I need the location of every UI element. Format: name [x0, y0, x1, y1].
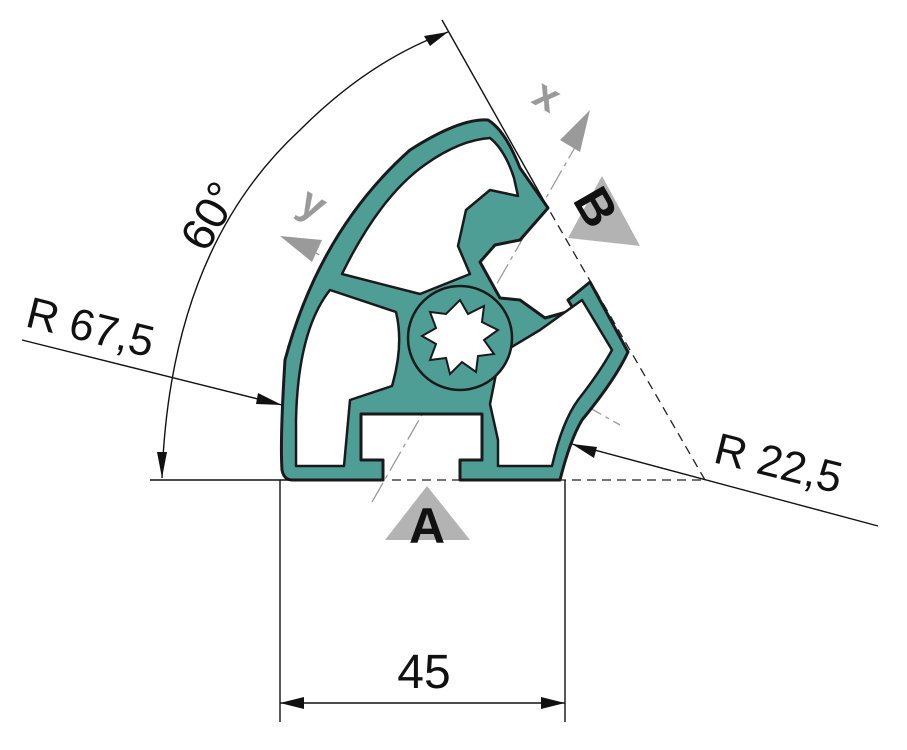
inner-radius-arrow	[572, 444, 597, 458]
angle-extension-line	[441, 19, 549, 209]
outer-radius-leader	[21, 339, 283, 406]
core-star-bore	[419, 298, 500, 376]
angle-arc	[161, 31, 449, 479]
view-a-label: A	[409, 498, 445, 554]
view-b-indicator	[568, 176, 640, 246]
arrowheads	[157, 32, 597, 709]
width-label: 45	[397, 646, 450, 699]
angle-label: 60°	[170, 173, 250, 259]
width-arrow-right	[541, 697, 565, 709]
view-a-indicator	[385, 486, 470, 540]
lower-left-cavity	[294, 288, 401, 468]
view-b-triangle	[568, 176, 640, 246]
view-a-triangle	[385, 486, 470, 540]
inner-radius-label: R 22,5	[710, 424, 848, 503]
width-arrow-left	[280, 697, 304, 709]
outer-radius-label: R 67,5	[22, 288, 160, 367]
dimensions	[21, 19, 879, 722]
y-axis-arrowhead	[280, 236, 322, 262]
aluminium-profile	[279, 118, 630, 482]
upper-cavity	[340, 136, 520, 296]
angle-arrow-top	[424, 32, 448, 46]
outer-radius-arrow	[256, 393, 282, 405]
axis-arrows	[280, 110, 590, 262]
x-axis-arrowhead	[560, 110, 590, 152]
axis-y-label: y	[292, 177, 336, 230]
axis-x-label: x	[526, 69, 570, 122]
center-dashed-line	[547, 207, 706, 481]
inner-radius-leader	[571, 443, 879, 527]
right-cavity	[488, 298, 614, 468]
angle-arrow-bottom	[157, 452, 167, 478]
x-centerline	[371, 134, 583, 503]
